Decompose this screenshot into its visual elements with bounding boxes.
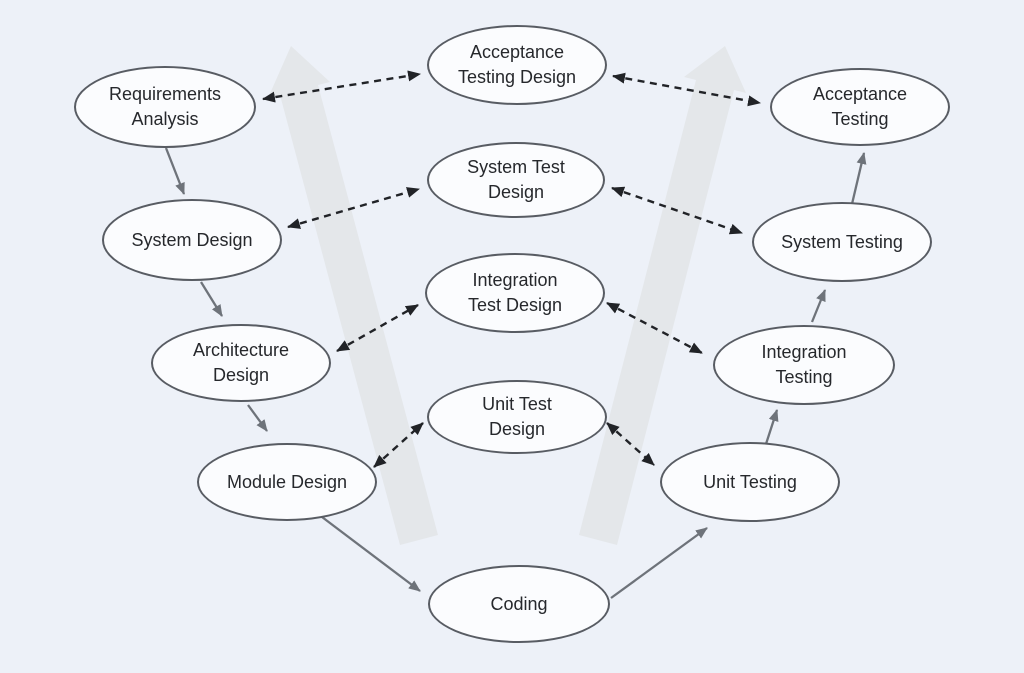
arrow-architecture-design-to-module-design [247,404,268,432]
node-label: System Design [131,229,253,250]
node-label: Unit Testing [703,471,797,492]
link-integration-test-design-integration-testing [606,301,703,355]
node-label: Acceptance Testing Design [457,42,577,87]
arrow-coding-to-unit-testing [610,527,708,599]
arrow-module-design-to-coding [321,516,421,592]
node-module-design: Module Design [197,443,377,521]
link-requirements-acceptance-testing-design [262,70,421,103]
link-unit-test-design-unit-testing [606,422,655,466]
node-integration-test-design: Integration Test Design [425,253,605,333]
node-architecture-design: Architecture Design [151,324,331,402]
node-requirements-analysis: Requirements Analysis [74,66,256,148]
link-system-test-design-system-testing [611,186,743,235]
node-system-testing: System Testing [752,202,932,282]
node-label: Unit Test Design [482,394,552,439]
v-watermark-right-arrow [579,46,746,545]
node-label: System Testing [781,231,903,252]
link-system-design-system-test-design [287,187,420,229]
node-label: System Test Design [467,157,565,202]
arrow-unit-testing-to-integration-testing [764,409,779,445]
node-label: Module Design [226,471,348,492]
arrow-integration-testing-to-system-testing [810,289,827,323]
link-module-design-unit-test-design [373,422,424,468]
arrow-requirements-to-system-design [164,147,186,195]
node-label: Integration Testing [761,342,847,387]
node-label: Coding [490,593,548,614]
node-acceptance-testing: Acceptance Testing [770,68,950,146]
arrow-system-testing-to-acceptance-testing [850,152,867,205]
node-label: Requirements Analysis [108,84,222,129]
v-watermark-left-arrow [268,46,438,545]
node-coding: Coding [428,565,610,643]
node-acceptance-testing-design: Acceptance Testing Design [427,25,607,105]
node-unit-test-design: Unit Test Design [427,380,607,454]
node-system-design: System Design [102,199,282,281]
node-unit-testing: Unit Testing [660,442,840,522]
node-label: Integration Test Design [467,270,563,315]
node-system-test-design: System Test Design [427,142,605,218]
node-integration-testing: Integration Testing [713,325,895,405]
link-architecture-design-integration-test-design [336,303,419,353]
node-label: Acceptance Testing [812,84,908,129]
node-label: Architecture Design [192,340,290,385]
arrow-system-design-to-architecture-design [200,281,223,317]
